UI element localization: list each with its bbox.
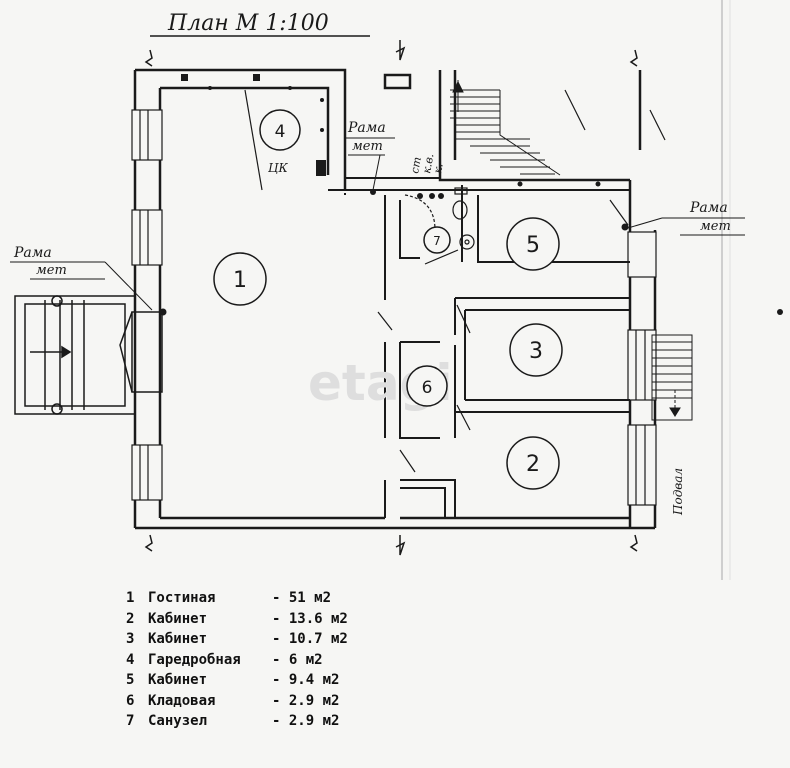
door-swings: [244, 89, 666, 473]
legend-area: - 10.7 м2: [272, 631, 348, 647]
frame-center-line1: Рама: [347, 120, 386, 136]
windows-right: [627, 231, 657, 506]
room-6-number: 6: [422, 378, 433, 398]
room-4-number: 4: [275, 122, 286, 142]
legend-number: 1: [126, 590, 135, 606]
legend-number: 7: [126, 713, 135, 729]
legend-number: 5: [126, 672, 135, 688]
room-7-circle: [423, 226, 451, 254]
legend-area: - 2.9 м2: [272, 713, 340, 729]
room-3-circle: [509, 323, 563, 377]
basement-label: Подвал: [671, 468, 685, 516]
room-markers: [213, 109, 563, 490]
frame-center-line2: мет: [352, 139, 383, 154]
room-numbers: 1 2 3 4 5 6 7: [233, 122, 543, 477]
room-1-number: 1: [233, 268, 247, 293]
room-5-circle: [506, 217, 560, 271]
frame-annotation-center: Рама мет: [344, 120, 395, 191]
room-5-number: 5: [526, 233, 540, 258]
legend-area: - 6 м2: [272, 651, 323, 668]
room-3-number: 3: [529, 339, 543, 364]
legend-area: - 2.9 м2: [272, 692, 340, 709]
legend-row: 1 Гостиная - 51 м2: [126, 588, 348, 609]
legend-area: - 13.6 м2: [272, 610, 348, 627]
legend-number: 6: [126, 692, 135, 709]
entrance-porch: [14, 295, 163, 415]
room-1-circle: [213, 252, 267, 306]
floor-plan: План М 1:100: [10, 0, 783, 580]
edge-dot: [777, 309, 783, 315]
legend-name: Кабинет: [148, 610, 208, 627]
frame-left-line2: мет: [36, 263, 67, 278]
stairs: [450, 80, 561, 176]
legend-area: - 51 м2: [272, 590, 332, 606]
legend-area: - 9.4 м2: [272, 672, 340, 688]
room-7-number: 7: [433, 234, 441, 248]
room-2-number: 2: [526, 452, 540, 477]
room-2-circle: [506, 436, 560, 490]
legend-row: 3 Кабинет - 10.7 м2: [126, 629, 348, 650]
windows-left: [131, 109, 163, 501]
legend-name: Кабинет: [148, 672, 208, 688]
frame-annotation-left: Рама мет: [10, 245, 153, 311]
riser-st: ст: [408, 156, 424, 175]
legend-row: 6 Кладовая - 2.9 м2: [126, 691, 348, 712]
legend-name: Гаредробная: [148, 651, 241, 668]
break-marks: [144, 40, 638, 556]
room-4-circle: [259, 109, 301, 151]
pipe-risers: [159, 74, 629, 316]
bathroom-fixtures: [452, 187, 475, 250]
legend-row: 7 Санузел - 2.9 м2: [126, 711, 348, 732]
basement-steps: [651, 334, 693, 421]
tsk-label: ЦК: [268, 161, 288, 175]
frame-left-line1: Рама: [13, 245, 52, 261]
legend-number: 2: [126, 610, 135, 627]
frame-right-line1: Рама: [689, 200, 728, 216]
legend-name: Кладовая: [148, 692, 216, 709]
legend-name: Кабинет: [148, 631, 208, 647]
legend-number: 4: [126, 651, 135, 668]
riser-k: к.: [431, 162, 446, 174]
legend-number: 3: [126, 631, 135, 647]
plan-title: План М 1:100: [167, 11, 329, 36]
legend-row: 2 Кабинет - 13.6 м2: [126, 609, 348, 630]
legend-row: 5 Кабинет - 9.4 м2: [126, 670, 348, 691]
riser-labels: ст к.в. к.: [408, 153, 446, 175]
room-6-circle: [406, 365, 448, 407]
legend-row: 4 Гаредробная - 6 м2: [126, 650, 348, 671]
legend-name: Санузел: [148, 713, 208, 729]
riser-kv: к.в.: [420, 153, 436, 175]
frame-annotation-right: Рама мет: [627, 200, 745, 236]
frame-right-line2: мет: [700, 219, 731, 234]
legend-name: Гостиная: [148, 590, 216, 606]
